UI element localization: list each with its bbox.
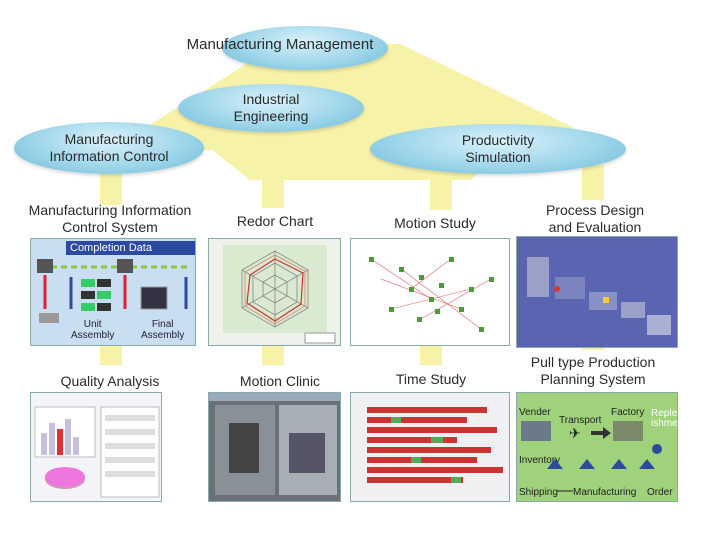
factory-label: Factory [611, 407, 645, 418]
replenishment-label: Replen- ishment [651, 408, 678, 429]
time-study-panel [350, 392, 510, 502]
unit-assembly-line2: Assembly [71, 330, 115, 341]
productivity-line2: Simulation [465, 149, 531, 165]
quality-analysis-panel [30, 392, 162, 502]
motion-clinic-graphic [209, 393, 340, 495]
inventory-label: Inventory [519, 455, 561, 466]
motion-study-label: Motion Study [394, 215, 476, 231]
unit-assembly-label: Unit Assembly [71, 319, 114, 341]
radar-chart-graphic [223, 245, 336, 344]
process-design-line2: and Evaluation [548, 219, 642, 235]
motion-study-panel [350, 238, 510, 346]
industrial-engineering-line2: Engineering [233, 108, 309, 124]
time-study-graphic [367, 407, 503, 483]
manufacturing-information-control-oval: Manufacturing Information Control [14, 122, 204, 174]
motion-clinic-panel [208, 392, 341, 502]
pull-type-graphic: ✈ [521, 421, 662, 492]
process-design-label: Process Design and Evaluation [510, 202, 680, 236]
manufacturing-management-oval [222, 26, 388, 70]
mics-label-line2: Control System [62, 219, 158, 235]
pull-type-line1: Pull type Production [530, 354, 656, 370]
redor-chart-panel [208, 238, 341, 346]
redor-chart-label: Redor Chart [236, 213, 314, 229]
manufacturing-management-label: Manufacturing Management [186, 36, 374, 53]
transport-label: Transport [559, 415, 602, 426]
process-design-line1: Process Design [545, 202, 645, 218]
replenishment-line2: ishment [651, 418, 678, 429]
svg-text:✈: ✈ [569, 425, 581, 441]
pull-type-label: Pull type Production Planning System [508, 354, 678, 388]
mic-oval-line2: Information Control [49, 148, 169, 164]
quality-chart-graphic [34, 406, 160, 498]
unit-assembly-line1: Unit [83, 319, 102, 330]
manufacturing-label: Manufacturing [573, 487, 637, 498]
pull-type-line2: Planning System [540, 371, 646, 387]
factory-layout-graphic [527, 257, 671, 335]
mics-label: Manufacturing Information Control System [10, 202, 210, 236]
industrial-engineering-oval: Industrial Engineering [178, 84, 364, 132]
mic-oval-line1: Manufacturing [64, 131, 154, 147]
productivity-simulation-oval: Productivity Simulation [370, 124, 626, 174]
productivity-line1: Productivity [461, 132, 535, 148]
mics-label-line1: Manufacturing Information [28, 202, 192, 218]
motion-study-graphic [369, 257, 494, 332]
quality-analysis-label: Quality Analysis [60, 373, 160, 389]
shipping-label: Shipping [519, 487, 558, 498]
replenishment-line1: Replen- [651, 408, 678, 419]
motion-clinic-label: Motion Clinic [239, 373, 321, 389]
vender-label: Vender [519, 407, 551, 418]
final-assembly-label: Final Assembly [141, 319, 184, 341]
process-design-panel [516, 236, 678, 348]
final-assembly-line1: Final [151, 319, 174, 330]
industrial-engineering-line1: Industrial [242, 91, 300, 107]
final-assembly-line2: Assembly [141, 330, 185, 341]
time-study-label: Time Study [395, 371, 467, 387]
mics-flow-graphic [37, 259, 191, 323]
pull-type-panel: Vender Transport Factory Replen- ishment… [516, 392, 678, 502]
mics-panel: Completion Data Unit Assembly Final Asse… [30, 238, 196, 346]
order-label: Order [647, 487, 673, 498]
completion-data-bar: Completion Data [66, 241, 195, 255]
